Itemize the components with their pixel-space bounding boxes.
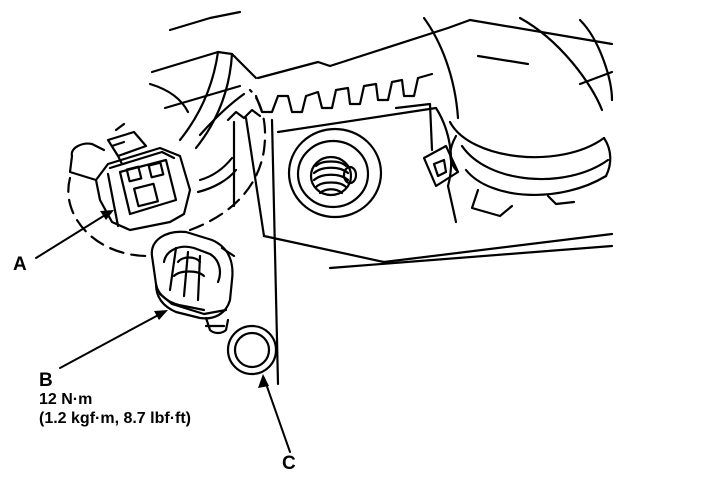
wire-harness [114,50,238,194]
sealing-washer [226,324,278,376]
arrowhead-a [100,210,114,220]
coolant-hose [422,16,614,218]
callout-b: B [39,370,53,391]
leader-c [263,377,291,453]
callout-a: A [13,254,27,275]
arrowheads [100,210,269,388]
pressure-sensor [150,230,236,335]
leader-lines [35,211,291,453]
leader-a [35,211,111,259]
connector [68,130,192,232]
arrowhead-c [258,374,269,388]
detail-circle [67,88,267,258]
torque-alt-units: (1.2 kgf·m, 8.7 lbf·ft) [39,410,192,427]
engine-housing [150,10,614,386]
sensor-port [287,127,383,219]
torque-value: 12 N·m [39,391,93,408]
arrowhead-b [154,310,168,320]
callout-c: C [282,453,296,474]
leader-b [59,311,165,369]
